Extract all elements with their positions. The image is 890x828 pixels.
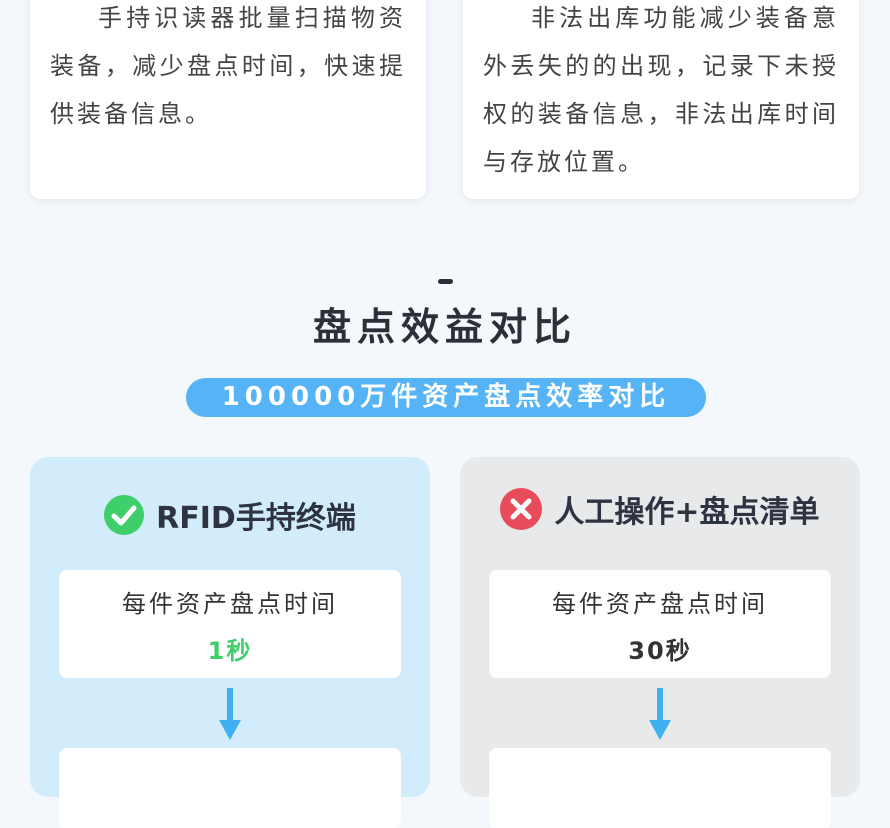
arrow-down-icon xyxy=(649,688,671,740)
feature-card-scan-text: 手持识读器批量扫描物资装备，减少盘点时间，快速提供装备信息。 xyxy=(50,4,406,128)
comparison-subtitle-badge: 100000万件资产盘点效率对比 xyxy=(186,378,706,417)
feature-card-illegal-outbound: 非法出库功能减少装备意外丢失的的出现，记录下未授权的装备信息，非法出库时间与存放… xyxy=(463,0,859,199)
feature-card-illegal-outbound-text: 非法出库功能减少装备意外丢失的的出现，记录下未授权的装备信息，非法出库时间与存放… xyxy=(483,4,839,176)
rfid-comparison-panel: RFID手持终端 每件资产盘点时间 1秒 xyxy=(30,457,430,828)
manual-second-metric-card xyxy=(489,748,831,828)
manual-panel-header: 人工操作+盘点清单 xyxy=(460,487,860,531)
feature-card-scan: 手持识读器批量扫描物资装备，减少盘点时间，快速提供装备信息。 xyxy=(30,0,426,199)
rfid-metric-label: 每件资产盘点时间 xyxy=(122,590,338,618)
x-circle-icon xyxy=(500,488,543,530)
section-title: 盘点效益对比 xyxy=(312,305,577,349)
manual-panel-title: 人工操作+盘点清单 xyxy=(554,495,820,530)
rfid-panel-header: RFID手持终端 xyxy=(30,493,430,537)
manual-comparison-panel: 人工操作+盘点清单 每件资产盘点时间 30秒 xyxy=(460,457,860,828)
rfid-second-metric-card xyxy=(59,748,401,828)
section-divider xyxy=(438,279,453,284)
manual-metric-value: 30秒 xyxy=(628,637,692,665)
manual-metric-label: 每件资产盘点时间 xyxy=(552,590,768,618)
manual-time-metric: 每件资产盘点时间 30秒 xyxy=(489,570,831,678)
arrow-down-icon xyxy=(219,688,241,740)
rfid-time-metric: 每件资产盘点时间 1秒 xyxy=(59,570,401,678)
rfid-metric-value: 1秒 xyxy=(207,637,253,665)
rfid-panel-title: RFID手持终端 xyxy=(156,501,356,536)
check-circle-icon xyxy=(104,495,145,535)
